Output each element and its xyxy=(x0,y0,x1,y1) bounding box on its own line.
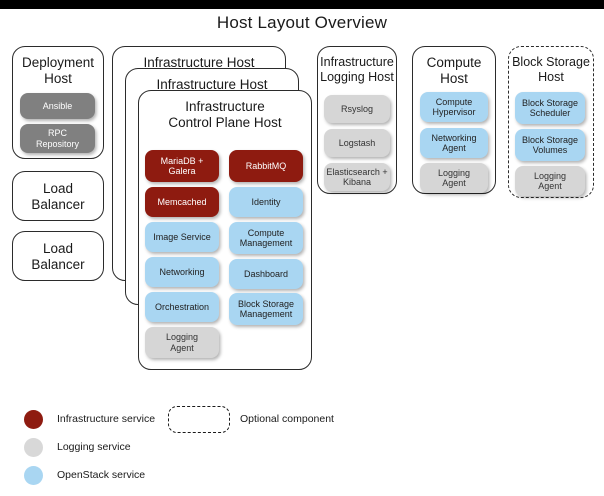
legend-label-openstack-service: OpenStack service xyxy=(57,469,146,481)
host-title-deployment: Deployment Host xyxy=(21,55,95,86)
service-block-storage-scheduler: Block Storage Scheduler xyxy=(515,92,585,124)
service-block-storage-management: Block Storage Management xyxy=(229,293,303,325)
host-card-load-balancer-2: Load Balancer xyxy=(12,231,104,281)
legend-swatch-infrastructure-service xyxy=(24,410,43,429)
top-black-bar xyxy=(0,0,604,9)
host-title-infrastructure-host-back: Infrastructure Host xyxy=(143,55,255,70)
service-networking-agent: Networking Agent xyxy=(420,128,488,158)
service-image-service: Image Service xyxy=(145,222,219,252)
host-card-load-balancer-1: Load Balancer xyxy=(12,171,104,221)
service-rsyslog: Rsyslog xyxy=(324,95,390,123)
host-title-block-storage: Block Storage Host xyxy=(512,55,590,84)
service-rabbitmq: RabbitMQ xyxy=(229,150,303,182)
service-elasticsearch-kibana: Elasticsearch + Kibana xyxy=(324,163,390,191)
legend-swatch-optional-component xyxy=(168,406,230,433)
legend-label-logging-service: Logging service xyxy=(57,441,131,453)
legend-label-optional-component: Optional component xyxy=(240,413,334,425)
service-logging-agent-control-plane: Logging Agent xyxy=(145,327,219,358)
service-networking: Networking xyxy=(145,257,219,287)
legend-swatch-openstack-service xyxy=(24,466,43,485)
host-title-infrastructure-logging: Infrastructure Logging Host xyxy=(320,55,394,84)
host-title-infrastructure-control-plane-host: Infrastructure Control Plane Host xyxy=(168,99,282,130)
service-logstash: Logstash xyxy=(324,129,390,157)
service-memcached: Memcached xyxy=(145,187,219,217)
legend-label-infrastructure-service: Infrastructure service xyxy=(57,413,156,425)
service-compute-management: Compute Management xyxy=(229,222,303,254)
host-title-load-balancer-2: Load Balancer xyxy=(31,241,85,272)
service-orchestration: Orchestration xyxy=(145,292,219,322)
service-logging-agent-block-storage: Logging Agent xyxy=(515,166,585,196)
host-title-load-balancer-1: Load Balancer xyxy=(31,181,85,212)
service-dashboard: Dashboard xyxy=(229,259,303,289)
service-identity: Identity xyxy=(229,187,303,217)
legend-swatch-logging-service xyxy=(24,438,43,457)
service-rpc-repository: RPC Repository xyxy=(20,124,95,153)
service-compute-hypervisor: Compute Hypervisor xyxy=(420,92,488,122)
service-ansible: Ansible xyxy=(20,93,95,119)
host-title-compute: Compute Host xyxy=(426,55,482,86)
page-title: Host Layout Overview xyxy=(216,13,388,32)
service-logging-agent-compute: Logging Agent xyxy=(420,163,488,193)
service-mariadb-galera: MariaDB + Galera xyxy=(145,150,219,182)
service-block-storage-volumes: Block Storage Volumes xyxy=(515,129,585,161)
host-title-infrastructure-host-mid: Infrastructure Host xyxy=(156,77,268,92)
